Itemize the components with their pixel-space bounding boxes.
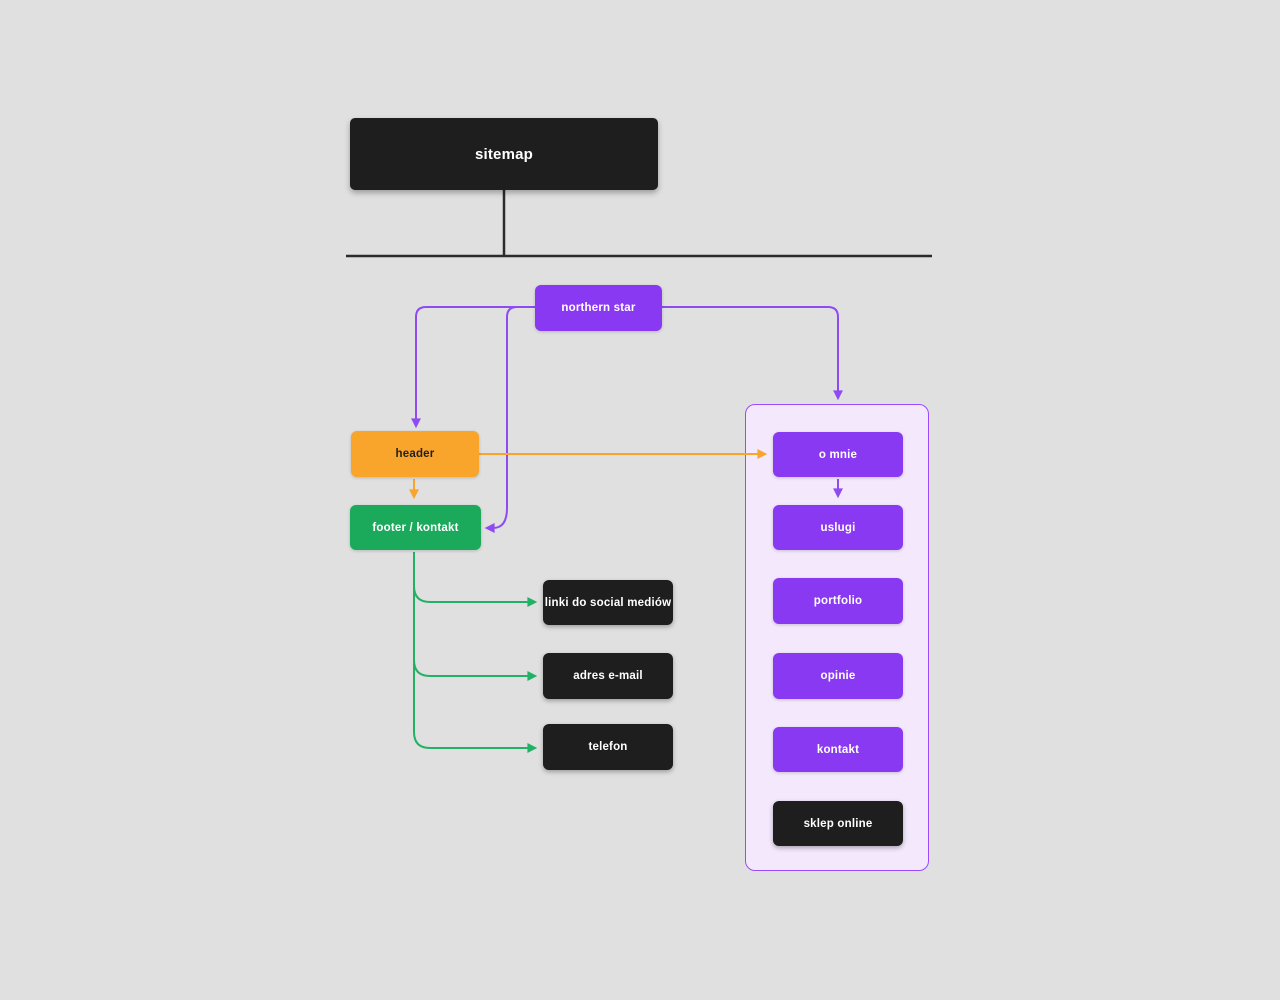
node-phone[interactable]: telefon	[543, 724, 673, 770]
node-portfolio-label: portfolio	[813, 595, 863, 607]
node-sitemap[interactable]: sitemap	[350, 118, 658, 190]
connector-footer-to-phone[interactable]	[413, 552, 538, 753]
node-email[interactable]: adres e-mail	[543, 653, 673, 699]
node-uslugi-label: uslugi	[820, 521, 856, 534]
node-phone-label: telefon	[588, 741, 628, 753]
node-header[interactable]: header	[351, 431, 479, 477]
connector-northern-to-panel[interactable]	[662, 306, 843, 401]
node-uslugi[interactable]: uslugi	[773, 505, 903, 550]
node-email-label: adres e-mail	[573, 670, 643, 682]
node-sklep-online-label: sklep online	[803, 817, 873, 830]
node-social-links-label: linki do social mediów	[544, 596, 672, 609]
node-o-mnie[interactable]: o mnie	[773, 432, 903, 477]
node-footer-kontakt-label: footer / kontakt	[372, 521, 459, 534]
node-header-label: header	[395, 448, 435, 460]
node-social-links[interactable]: linki do social mediów	[543, 580, 673, 625]
node-sklep-online[interactable]: sklep online	[773, 801, 903, 846]
node-kontakt-label: kontakt	[816, 743, 860, 756]
node-kontakt[interactable]: kontakt	[773, 727, 903, 772]
node-opinie[interactable]: opinie	[773, 653, 903, 699]
node-footer-kontakt[interactable]: footer / kontakt	[350, 505, 481, 550]
node-opinie-label: opinie	[820, 670, 856, 682]
node-northern-star-label: northern star	[561, 302, 636, 314]
connector-footer-to-email[interactable]	[413, 552, 538, 681]
node-o-mnie-label: o mnie	[818, 448, 858, 461]
node-sitemap-label: sitemap	[474, 145, 534, 163]
node-portfolio[interactable]: portfolio	[773, 578, 903, 624]
node-northern-star[interactable]: northern star	[535, 285, 662, 331]
connector-northern-to-header[interactable]	[411, 306, 535, 429]
connector-northern-to-footer[interactable]	[484, 306, 535, 533]
connector-footer-to-social[interactable]	[413, 552, 538, 607]
